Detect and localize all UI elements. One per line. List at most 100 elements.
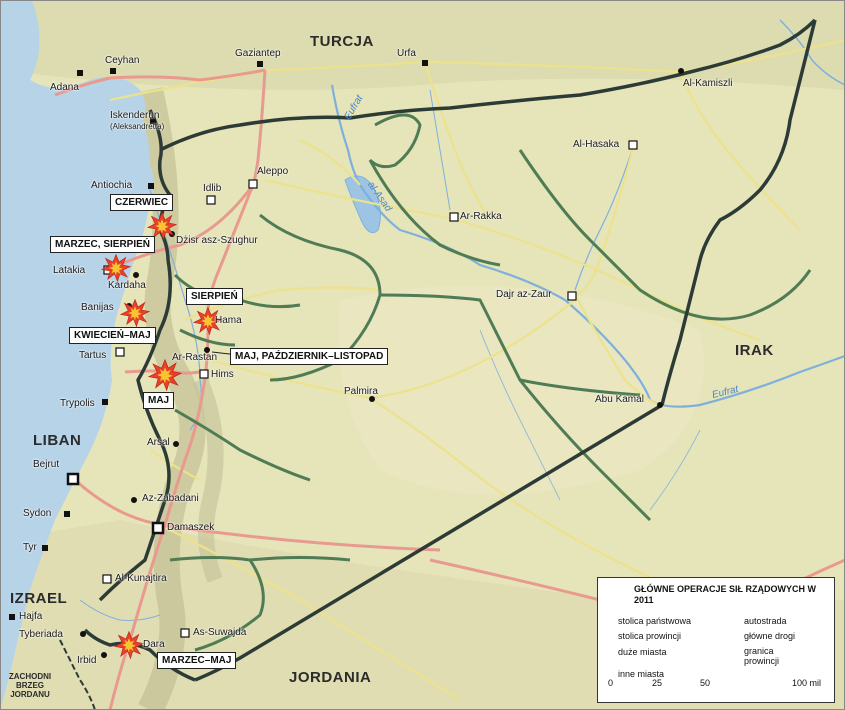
city-label-ar-rastan: Ar-Rastan	[172, 352, 218, 363]
gulf-iskenderun	[90, 82, 138, 122]
city-marker-ceyhan	[110, 68, 116, 74]
city-marker-adana	[77, 70, 83, 76]
city-marker-ar-rakka	[449, 212, 459, 222]
scale-tick-50: 50	[700, 678, 711, 688]
city-marker-al-kamiszli	[678, 68, 684, 74]
city-marker-bejrut	[66, 472, 80, 486]
city-marker-gaziantep	[257, 61, 263, 67]
city-marker-as-suwajda	[180, 628, 190, 638]
city-label-urfa: Urfa	[397, 48, 416, 59]
callout-sierpien: SIERPIEŃ	[186, 288, 243, 305]
legend-province-border-label: granica prowincji	[744, 646, 780, 666]
city-label-iskenderun: Iskenderun	[110, 110, 160, 121]
city-marker-palmira	[369, 396, 375, 402]
city-label-hajfa: Hajfa	[19, 611, 43, 622]
city-label-dara: Dara	[143, 639, 165, 650]
yarmouk-river	[79, 599, 161, 621]
city-marker-tyr	[42, 545, 48, 551]
callout-maj: MAJ	[143, 392, 175, 409]
city-label-ar-rakka: Ar-Rakka	[460, 211, 502, 222]
city-marker-trypolis	[102, 399, 108, 405]
city-marker-damaszek	[151, 521, 165, 535]
scale-tick-25: 25	[652, 678, 663, 688]
city-label-al-kamiszli: Al-Kamiszli	[683, 78, 733, 89]
city-marker-tyberiada	[80, 631, 86, 637]
scale-tick-0: 0	[608, 678, 614, 688]
city-marker-abu-kamal	[657, 402, 663, 408]
city-label-aleppo: Aleppo	[257, 166, 289, 177]
city-label-latakia: Latakia	[53, 265, 86, 276]
city-label-irbid: Irbid	[77, 655, 97, 666]
city-label-damaszek: Damaszek	[167, 522, 215, 533]
city-label-as-suwajda: As-Suwajda	[193, 627, 247, 638]
city-marker-arsal	[173, 441, 179, 447]
country-label-iraq: IRAK	[735, 342, 774, 359]
city-marker-kardaha	[133, 272, 139, 278]
city-label-arsal: Arsal	[147, 437, 170, 448]
legend-title: GŁÓWNE OPERACJE SIŁ RZĄDOWYCH W 2011	[634, 584, 816, 606]
city-marker-iskenderun	[150, 118, 156, 124]
city-label-az-zabadani: Az-Zabadani	[142, 493, 199, 504]
city-label-bejrut: Bejrut	[33, 459, 60, 470]
city-marker-tartus	[115, 347, 125, 357]
wadi-1	[479, 329, 561, 501]
legend-provincial-capital-label: stolica prowincji	[618, 631, 682, 641]
city-label-abu-kamal: Abu Kamal	[595, 394, 644, 405]
country-label-israel: IZRAEL	[10, 590, 68, 607]
city-label-antiochia: Antiochia	[91, 180, 133, 191]
map-legend: GŁÓWNE OPERACJE SIŁ RZĄDOWYCH W 2011 sto…	[597, 577, 835, 703]
city-marker-urfa	[422, 60, 428, 66]
lake-assad	[344, 175, 381, 234]
mountain-ridge-east	[192, 376, 224, 583]
euphrates-river	[330, 84, 845, 408]
city-label-gaziantep: Gaziantep	[235, 48, 281, 59]
scale-tick-100: 100 mil	[792, 678, 822, 688]
country-label-turkey: TURCJA	[310, 33, 374, 50]
city-marker-al-kunajtira	[102, 574, 112, 584]
city-label-idlib: Idlib	[203, 183, 222, 194]
country-label-jordan: JORDANIA	[289, 669, 372, 686]
city-marker-aleppo	[248, 179, 258, 189]
city-label-al-kunajtira: Al-Kunajtira	[115, 573, 167, 584]
national-borders	[83, 18, 817, 682]
callout-marzec-maj: MARZEC–MAJ	[157, 652, 237, 669]
land-shade-north	[0, 0, 845, 90]
city-label-dzisr: Dżisr asz-Szughur	[176, 235, 258, 246]
khabur-river	[574, 139, 636, 291]
highways	[54, 68, 601, 710]
city-marker-ar-rastan	[204, 347, 210, 353]
city-marker-irbid	[101, 652, 107, 658]
city-label-trypolis: Trypolis	[60, 398, 95, 409]
city-marker-sydon	[64, 511, 70, 517]
wadi-2	[649, 429, 701, 511]
city-label-tyberiada: Tyberiada	[19, 629, 63, 640]
west-bank-border	[59, 639, 96, 710]
city-label-tyr: Tyr	[23, 542, 37, 553]
city-label-palmira: Palmira	[344, 386, 378, 397]
city-marker-al-hasaka	[628, 140, 638, 150]
desert-shade	[338, 285, 704, 495]
legend-other-cities-label: inne miasta	[618, 669, 665, 679]
legend-main-roads-label: główne drogi	[744, 631, 796, 641]
city-marker-az-zabadani	[131, 497, 137, 503]
country-label-lebanon: LIBAN	[33, 432, 82, 449]
mediterranean-sea	[0, 0, 154, 710]
legend-big-cities-label: duże miasta	[618, 647, 667, 657]
city-marker-hims	[199, 369, 209, 379]
city-label-banijas: Banijas	[81, 302, 114, 313]
city-label-aleksandretta: (Aleksandretta)	[110, 122, 165, 131]
balikh-river	[429, 89, 451, 211]
callout-maj-pazdziernik: MAJ, PAŹDZIERNIK–LISTOPAD	[230, 348, 389, 365]
city-marker-antiochia	[148, 183, 154, 189]
city-label-hims: Hims	[211, 369, 234, 380]
city-label-ceyhan: Ceyhan	[105, 55, 140, 66]
city-markers	[9, 60, 684, 658]
city-label-dajr: Dajr az-Zaur	[496, 289, 552, 300]
city-label-al-hasaka: Al-Hasaka	[573, 139, 620, 150]
callout-czerwiec: CZERWIEC	[110, 194, 174, 211]
city-marker-dajr	[567, 291, 577, 301]
city-label-tartus: Tartus	[79, 350, 107, 361]
city-label-sydon: Sydon	[23, 508, 52, 519]
callout-kwiecien-maj: KWIECIEŃ–MAJ	[69, 327, 156, 344]
callout-marzec-sierpien: MARZEC, SIERPIEŃ	[50, 236, 156, 253]
